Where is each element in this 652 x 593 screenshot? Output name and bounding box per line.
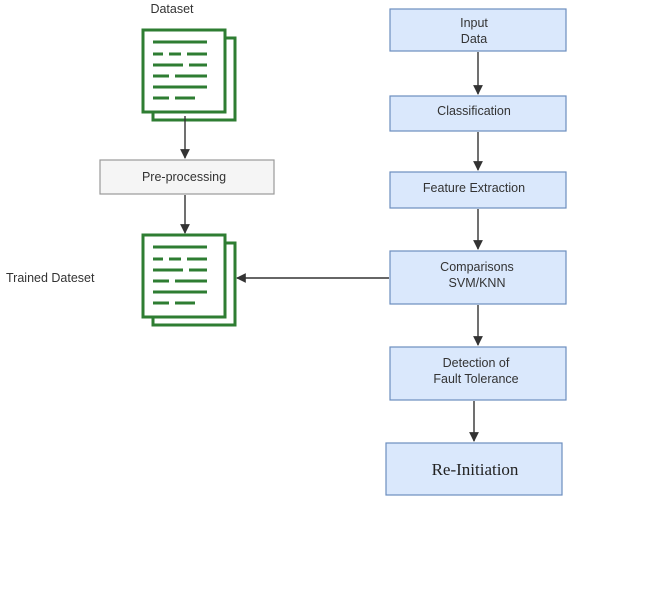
classification-box	[389, 95, 567, 132]
comparisons-box	[389, 250, 567, 305]
reinitiation-label: Re-Initiation	[432, 460, 519, 479]
trained-dataset-label: Trained Dateset	[6, 271, 95, 285]
preprocessing-label: Pre-processing	[142, 170, 226, 184]
feature-extraction-label: Feature Extraction	[423, 181, 525, 195]
node-reinitiation: Re-Initiation	[385, 442, 563, 496]
detection-label-line2: Fault Tolerance	[433, 372, 518, 386]
comparisons-label-line2: SVM/KNN	[449, 276, 506, 290]
trained-document-stack-icon	[141, 233, 237, 327]
input-data-label-line1: Input	[460, 16, 488, 30]
detection-box	[389, 346, 567, 401]
reinitiation-box	[385, 442, 563, 496]
feature-extraction-box	[389, 171, 567, 209]
node-detection: Detection of Fault Tolerance	[389, 346, 567, 401]
detection-label-line1: Detection of	[443, 356, 510, 370]
node-classification: Classification	[389, 95, 567, 132]
classification-label: Classification	[437, 104, 511, 118]
node-preprocessing: Pre-processing	[99, 159, 275, 195]
dataset-document-stack-icon	[141, 28, 237, 122]
preprocessing-box	[99, 159, 275, 195]
input-data-label-line2: Data	[461, 32, 487, 46]
node-feature-extraction: Feature Extraction	[389, 171, 567, 209]
dataset-label: Dataset	[150, 2, 194, 16]
comparisons-label-line1: Comparisons	[440, 260, 514, 274]
node-input-data: Input Data	[389, 8, 567, 52]
node-comparisons: Comparisons SVM/KNN	[389, 250, 567, 305]
input-data-box	[389, 8, 567, 52]
